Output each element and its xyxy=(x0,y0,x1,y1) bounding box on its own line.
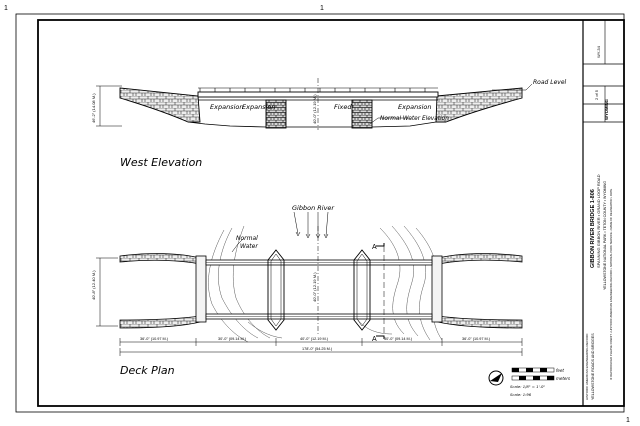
title-block-sheet-number: 2 of 5 xyxy=(594,89,599,100)
label-gibbon-river: Gibbon River xyxy=(292,204,335,212)
title-block-agency: YELLOWSTONE ROADS AND BRIDGES xyxy=(591,333,595,400)
elevation-height-dimension: 46'-2" (14.08 M.) xyxy=(91,93,96,123)
elevation-center-dimension: 40'-0" (12.19 M.) xyxy=(312,94,317,124)
graphic-scale-bar xyxy=(511,367,555,381)
corner-number-bottom-right: 1 xyxy=(626,417,630,424)
title-block-subtitle: SPANNING GIBBON RIVER • GRAND LOOP ROAD xyxy=(596,174,601,268)
span-dimension-3: 40'-0" (12.19 M.) xyxy=(300,337,329,341)
overall-dimension: 178'-0" (54.25 M.) xyxy=(302,347,333,351)
section-mark-a-top: A xyxy=(372,244,377,251)
section-mark-a-bottom: A xyxy=(372,336,377,343)
corner-number-top-right: 1 xyxy=(320,5,324,12)
span-dimension-2: 30'-0" (09.14 M.) xyxy=(218,337,247,341)
title-block-state: WYOMING xyxy=(604,99,609,120)
deck-plan-drawing xyxy=(96,211,523,356)
plan-width-dimension: 40'-8" (12.40 M.) xyxy=(91,270,96,300)
label-expansion-1: Expansion xyxy=(210,103,243,111)
label-normal-water-line-2: Water xyxy=(240,243,258,250)
title-block-location: YELLOWSTONE NATIONAL PARK • TETON COUNTY… xyxy=(603,181,607,290)
scale-unit-feet: feet xyxy=(556,368,564,373)
title-block-record: HISTORIC AMERICAN ENGINEERING RECORD xyxy=(585,333,589,400)
label-normal-water-elevation: Normal Water Elevation xyxy=(380,116,449,122)
north-arrow-icon xyxy=(488,370,504,386)
scale-unit-meters: meters xyxy=(556,376,570,381)
span-dimension-5: 36'-0" (10.97 M.) xyxy=(462,337,491,341)
span-dimension-4: 30'-0" (09.14 M.) xyxy=(384,337,413,341)
label-expansion-2: Expansion xyxy=(242,103,275,111)
scale-label-lower: Scale: 1:96 xyxy=(510,392,532,397)
label-fixed: Fixed xyxy=(334,103,352,111)
plan-center-dimension: 40'-0" (12.19 M.) xyxy=(312,272,317,302)
label-expansion-3: Expansion xyxy=(398,103,431,111)
west-elevation-title: West Elevation xyxy=(120,156,202,169)
title-block-survey-number: WY-34 xyxy=(596,45,601,58)
scale-label-upper: Scale: 1/8" = 1'-0" xyxy=(510,384,545,389)
label-normal-water: Normal Water xyxy=(236,235,260,250)
span-dimension-1: 36'-0" (10.97 M.) xyxy=(140,337,169,341)
west-elevation-drawing xyxy=(96,78,533,130)
deck-plan-title: Deck Plan xyxy=(120,364,175,377)
sheet-border xyxy=(15,13,625,413)
title-block-main-title: GIBBON RIVER BRIDGE 1-806 xyxy=(590,189,596,268)
corner-number-top-left: 1 xyxy=(4,5,8,12)
label-normal-water-line-1: Normal xyxy=(236,235,258,242)
title-block-note: IF REPRODUCED PLEASE CREDIT • HISTORIC A… xyxy=(609,189,613,380)
label-road-level: Road Level xyxy=(533,79,567,86)
title-block: GIBBON RIVER BRIDGE 1-806 SPANNING GIBBO… xyxy=(585,45,613,400)
